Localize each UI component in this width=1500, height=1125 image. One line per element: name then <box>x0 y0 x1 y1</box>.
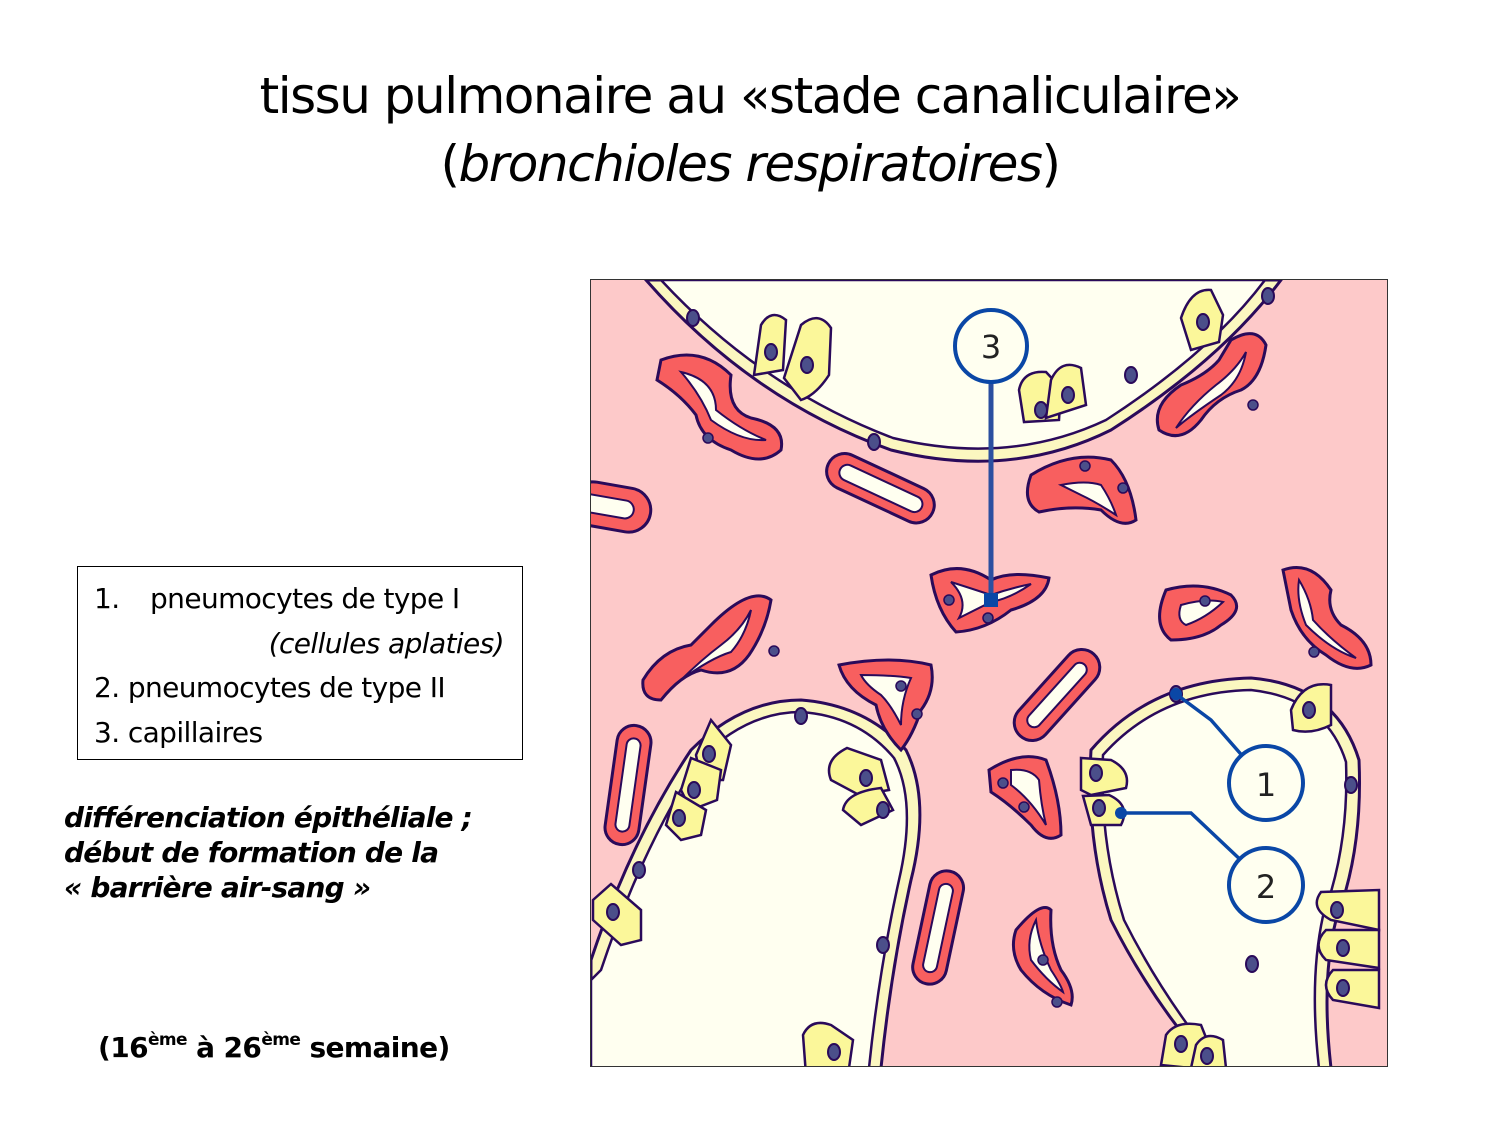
legend-box: 1. pneumocytes de type I (cellules aplati… <box>77 566 523 760</box>
ordinal-sup: ème <box>147 1030 188 1050</box>
callout-1: 1 <box>1170 688 1305 822</box>
airway-bottom-left <box>591 698 922 1066</box>
description-text: différenciation épithéliale ; début de f… <box>64 800 534 905</box>
description-line-1: différenciation épithéliale ; <box>64 801 473 834</box>
period-end: semaine) <box>300 1031 450 1064</box>
callout-label-1: 1 <box>1256 766 1276 804</box>
diagram-svg: 3 1 2 <box>591 280 1387 1066</box>
legend-label: pneumocytes de type II <box>127 671 446 704</box>
period-mid: à 26 <box>186 1031 262 1064</box>
title-line-2: (bronchioles respiratoires) <box>0 130 1500 198</box>
lung-tissue-diagram: 3 1 2 <box>590 279 1388 1067</box>
ordinal-sup: ème <box>261 1030 301 1050</box>
period-start: (16 <box>98 1031 149 1064</box>
paren-open: ( <box>440 135 460 193</box>
callout-label-3: 3 <box>981 328 1001 366</box>
title-subtitle-italic: bronchioles respiratoires <box>458 135 1043 193</box>
endothelial-nuclei <box>702 399 1320 1008</box>
legend-item-1: 1. pneumocytes de type I <box>94 577 508 622</box>
paren-close: ) <box>1041 135 1061 193</box>
title-line-1: tissu pulmonaire au «stade canaliculaire… <box>259 67 1242 125</box>
legend-item-3: 3. capillaires <box>94 711 508 756</box>
description-line-2: début de formation de la <box>64 836 439 869</box>
slide-title: tissu pulmonaire au «stade canaliculaire… <box>0 62 1500 198</box>
legend-number: 2. <box>94 671 120 704</box>
gestation-period: (16ème à 26ème semaine) <box>98 1030 450 1064</box>
callout-2: 2 <box>1115 807 1305 924</box>
legend-number: 3. <box>94 715 120 749</box>
legend-number: 1. <box>94 582 120 615</box>
description-line-3: « barrière air-sang » <box>64 871 371 904</box>
callout-label-2: 2 <box>1256 868 1276 906</box>
callout-3: 3 <box>953 308 1029 607</box>
legend-item-1-sublabel: (cellules aplaties) <box>268 626 505 660</box>
legend-label: pneumocytes de type I <box>150 582 460 615</box>
legend-label: capillaires <box>127 715 263 749</box>
legend-item-2: 2. pneumocytes de type II <box>94 666 508 711</box>
